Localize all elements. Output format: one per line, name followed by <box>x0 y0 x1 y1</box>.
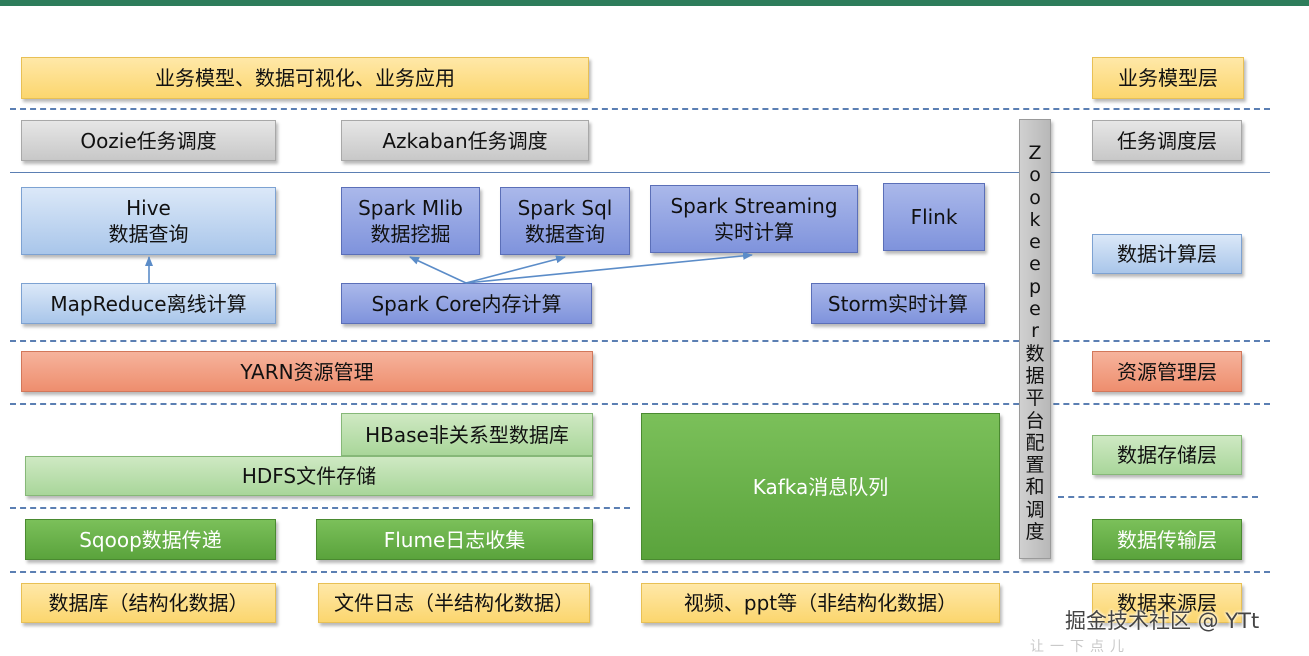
layer-separator-line <box>10 340 1270 342</box>
business-content-box: 业务模型、数据可视化、业务应用 <box>21 57 589 99</box>
zookeeper-char: Z <box>1028 142 1042 164</box>
arrow-spark-core-to-mlib <box>409 256 467 284</box>
transport-layer-label: 数据传输层 <box>1092 519 1242 560</box>
hdfs-box: HDFS文件存储 <box>25 456 593 496</box>
layer-separator-line <box>10 172 1270 173</box>
zookeeper-char: 和 <box>1025 476 1045 499</box>
storage-layer-label-text: 数据存储层 <box>1117 443 1217 467</box>
storage-layer-label: 数据存储层 <box>1092 435 1242 475</box>
flink-box: Flink <box>883 183 985 251</box>
watermark: 掘金技术社区 @ YTt <box>1065 609 1260 633</box>
oozie-text: Oozie任务调度 <box>80 128 217 153</box>
watermark-faint: 让一下点儿 <box>1030 639 1130 655</box>
sqoop-box: Sqoop数据传递 <box>25 519 276 560</box>
business-content-text: 业务模型、数据可视化、业务应用 <box>155 66 455 90</box>
kafka-text: Kafka消息队列 <box>752 474 889 499</box>
layer-separator-line <box>1058 496 1258 498</box>
zookeeper-char: 数 <box>1025 342 1045 365</box>
kafka-box: Kafka消息队列 <box>641 413 1000 560</box>
scheduling-layer-label-text: 任务调度层 <box>1117 128 1217 153</box>
flume-text: Flume日志收集 <box>383 527 526 552</box>
zookeeper-char: 据 <box>1025 364 1045 387</box>
mapreduce-text: MapReduce离线计算 <box>50 291 247 316</box>
zookeeper-char: 台 <box>1025 409 1045 432</box>
spark-mlib-subtitle: 数据挖掘 <box>370 222 451 246</box>
scheduling-layer-label: 任务调度层 <box>1092 120 1242 161</box>
resource-layer-label-text: 资源管理层 <box>1117 359 1217 384</box>
spark-mlib-title: Spark Mlib <box>358 196 463 220</box>
zookeeper-char: o <box>1029 186 1041 209</box>
source-layer-label: 数据来源层 <box>1092 583 1242 623</box>
zookeeper-char: e <box>1029 231 1041 254</box>
source-layer-label-text: 数据来源层 <box>1117 591 1217 615</box>
zookeeper-char: o <box>1029 164 1041 187</box>
zookeeper-char: 平 <box>1025 387 1045 410</box>
resource-layer-label: 资源管理层 <box>1092 351 1242 392</box>
oozie-box: Oozie任务调度 <box>21 120 276 161</box>
storm-text: Storm实时计算 <box>827 291 969 316</box>
hive-box: Hive 数据查询 <box>21 187 276 255</box>
azkaban-text: Azkaban任务调度 <box>382 128 548 153</box>
hdfs-text: HDFS文件存储 <box>241 464 377 488</box>
spark-streaming-subtitle: 实时计算 <box>714 220 794 244</box>
source-logs-text: 文件日志（半结构化数据） <box>334 591 574 615</box>
layer-separator-line <box>10 108 1270 110</box>
top-accent-bar <box>0 0 1309 6</box>
spark-sql-box: Spark Sql 数据查询 <box>500 187 630 255</box>
flume-box: Flume日志收集 <box>316 519 593 560</box>
hbase-box: HBase非关系型数据库 <box>341 413 593 456</box>
zookeeper-char: 置 <box>1025 454 1045 477</box>
yarn-text: YARN资源管理 <box>240 359 374 384</box>
layer-separator-line <box>10 507 630 509</box>
zookeeper-char: e <box>1029 253 1041 276</box>
transport-layer-label-text: 数据传输层 <box>1117 527 1217 552</box>
azkaban-box: Azkaban任务调度 <box>341 120 589 161</box>
compute-layer-label: 数据计算层 <box>1092 234 1242 274</box>
source-db-box: 数据库（结构化数据） <box>21 583 276 623</box>
spark-core-text: Spark Core内存计算 <box>371 291 562 316</box>
zookeeper-char: r <box>1031 320 1039 343</box>
flink-text: Flink <box>910 205 958 229</box>
storm-box: Storm实时计算 <box>811 283 985 324</box>
zookeeper-char: p <box>1028 275 1042 298</box>
layer-separator-line <box>10 403 1270 405</box>
zookeeper-char: k <box>1029 208 1041 231</box>
business-layer-label: 业务模型层 <box>1092 57 1244 99</box>
zookeeper-char: 配 <box>1025 431 1045 454</box>
mapreduce-box: MapReduce离线计算 <box>21 283 276 324</box>
source-unstructured-text: 视频、ppt等（非结构化数据） <box>683 591 958 615</box>
sqoop-text: Sqoop数据传递 <box>79 527 222 552</box>
arrow-spark-core-to-streaming <box>465 251 753 284</box>
spark-mlib-box: Spark Mlib 数据挖掘 <box>341 187 480 255</box>
source-db-text: 数据库（结构化数据） <box>48 591 249 615</box>
yarn-box: YARN资源管理 <box>21 351 593 392</box>
spark-sql-subtitle: 数据查询 <box>525 222 605 246</box>
zookeeper-char: e <box>1029 298 1041 321</box>
arrow-spark-core-to-sql <box>465 255 566 284</box>
hive-subtitle: 数据查询 <box>108 222 189 246</box>
spark-core-box: Spark Core内存计算 <box>341 283 592 324</box>
hbase-text: HBase非关系型数据库 <box>365 422 569 447</box>
source-unstructured-box: 视频、ppt等（非结构化数据） <box>641 583 1000 623</box>
layer-separator-line <box>10 571 1270 573</box>
zookeeper-char: 度 <box>1025 521 1045 544</box>
spark-sql-title: Spark Sql <box>517 196 613 220</box>
spark-streaming-box: Spark Streaming 实时计算 <box>650 185 858 253</box>
business-layer-label-text: 业务模型层 <box>1118 66 1218 90</box>
compute-layer-label-text: 数据计算层 <box>1117 242 1217 266</box>
spark-streaming-title: Spark Streaming <box>670 194 838 218</box>
zookeeper-char: 调 <box>1025 498 1045 521</box>
source-logs-box: 文件日志（半结构化数据） <box>318 583 590 623</box>
hive-title: Hive <box>126 196 171 220</box>
